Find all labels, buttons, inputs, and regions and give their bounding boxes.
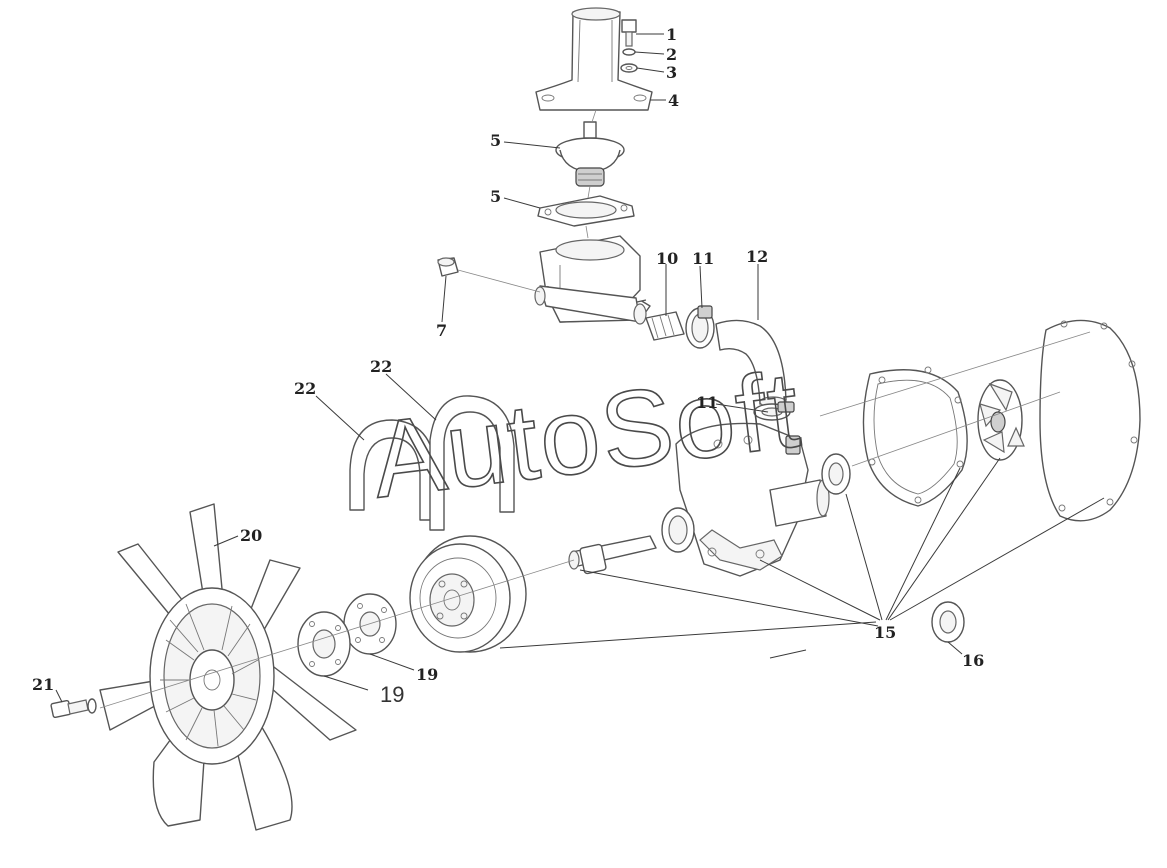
gasket-6	[537, 195, 635, 227]
callout-10: 10	[656, 249, 678, 268]
callout-20: 20	[240, 526, 262, 545]
callout-21: 21	[32, 675, 54, 694]
leader-lines	[55, 33, 1105, 703]
thermostat-outlet-housing	[535, 7, 653, 111]
water-pump-pulley	[409, 535, 527, 653]
callout-5-gasket: 5	[490, 187, 501, 206]
callout-22-right: 22	[370, 357, 392, 376]
pump-cover-plate	[1039, 319, 1141, 522]
pump-bearing-shaft	[568, 535, 657, 575]
pump-impeller	[977, 379, 1025, 461]
hose-adapter-10	[645, 311, 685, 341]
callout-12: 12	[746, 247, 768, 266]
bypass-pipe	[534, 285, 647, 325]
hose-clamp-11a	[685, 305, 715, 349]
oil-seal	[821, 453, 851, 495]
fan-bolt-21	[50, 698, 97, 719]
sensor-plug-7	[437, 257, 459, 277]
callout-1: 1	[666, 25, 677, 44]
callout-5-thermostat: 5	[490, 131, 501, 150]
water-pump-body	[661, 422, 830, 577]
v-belt-22b	[429, 395, 515, 531]
callout-4: 4	[668, 91, 679, 110]
callout-16: 16	[962, 651, 984, 670]
washer-3	[620, 63, 638, 73]
callout-11-upper: 11	[692, 249, 714, 268]
callout-11-lower: 11	[696, 393, 718, 412]
callout-15: 15	[874, 623, 896, 642]
callout-19-bold: 19	[416, 665, 438, 684]
callout-19-plain: 19	[380, 682, 404, 707]
thermostat-5	[555, 121, 625, 187]
hose-clamp-11b	[753, 401, 795, 421]
washer-2	[622, 48, 636, 56]
bolt-1	[621, 19, 637, 47]
spacer-plate-19b	[297, 611, 351, 677]
callout-3: 3	[666, 63, 677, 82]
callout-7: 7	[436, 321, 447, 340]
bearing-seat-16	[931, 601, 965, 643]
callout-2: 2	[666, 45, 677, 64]
cooling-fan-20	[99, 503, 357, 831]
callout-22-left: 22	[294, 379, 316, 398]
